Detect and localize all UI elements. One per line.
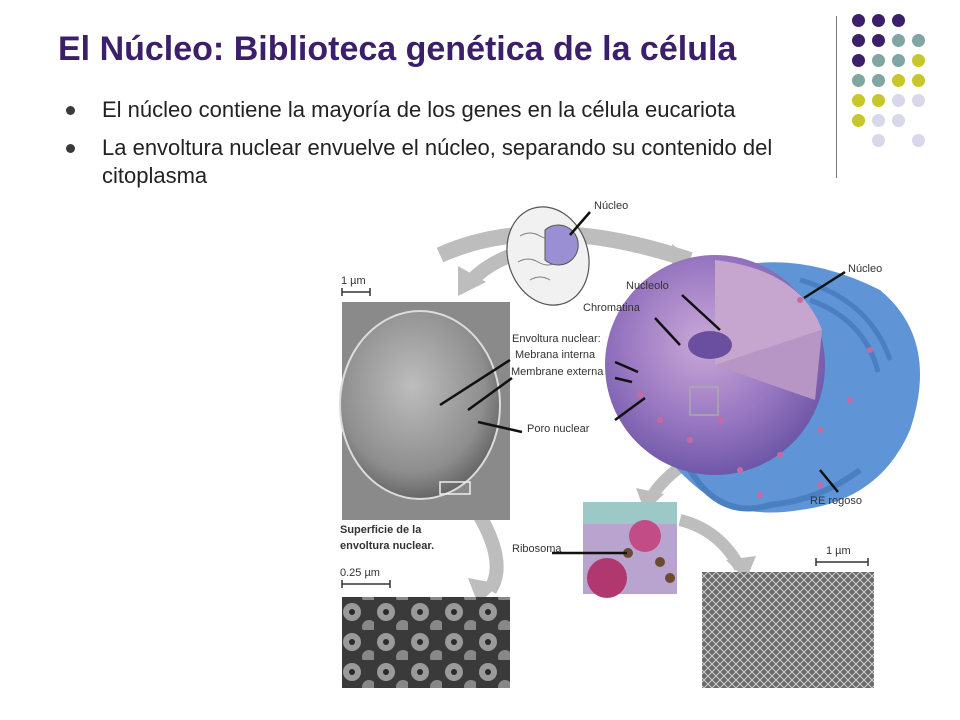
dot [872,94,885,107]
dot [852,34,865,47]
label-nucleolo: Nucleolo [626,280,669,292]
decorative-dot-grid [852,14,948,154]
nucleus-3d-illustration [605,255,920,513]
dot [852,74,865,87]
sem-nucleus-micrograph [339,302,510,520]
label-nucleo-right: Núcleo [848,263,882,275]
arrowhead [458,266,486,296]
dot [892,114,905,127]
label-nucleo-cell: Núcleo [594,200,628,212]
label-superficie-line2: envoltura nuclear. [340,540,434,552]
dot [872,34,885,47]
label-scale-1um-bottom: 1 µm [826,545,851,557]
dot [852,54,865,67]
dot [872,134,885,147]
leader-lines [439,211,846,555]
dot [872,54,885,67]
er-ribosome-dots [637,297,873,498]
dot [912,134,925,147]
dot [852,94,865,107]
label-envoltura: Envoltura nuclear: [512,333,601,345]
label-ribosoma: Ribosoma [512,543,562,555]
bullet-item: La envoltura nuclear envuelve el núcleo,… [64,134,784,190]
bullet-list: El núcleo contiene la mayoría de los gen… [64,96,784,200]
cell-sketch [506,206,590,306]
dot [872,14,885,27]
zoom-box [689,386,719,416]
dot [892,34,905,47]
dot [852,114,865,127]
scale-bar [341,580,391,588]
label-superficie-line1: Superficie de la [340,524,422,536]
dot [872,74,885,87]
slide-title: El Núcleo: Biblioteca genética de la cél… [58,30,737,68]
dot [912,54,925,67]
dot [852,14,865,27]
label-scale-025um: 0.25 µm [340,567,380,579]
scale-bar [815,558,869,566]
scale-bar [341,288,371,296]
dot [892,54,905,67]
dot [912,34,925,47]
dot [912,74,925,87]
label-chromatina: Chromatina [583,302,641,314]
label-scale-1um-top: 1 µm [341,275,366,287]
label-re-rugoso: RE rogoso [810,495,862,507]
nuclear-lamina-micrograph [702,572,874,688]
label-membrana-externa: Membrane externa [511,366,604,378]
dot [912,94,925,107]
dot [892,14,905,27]
decorative-divider [836,16,837,178]
label-membrana-interna: Mebrana interna [515,349,596,361]
dot [892,94,905,107]
nuclear-pores-micrograph [342,597,510,688]
dot [892,74,905,87]
bullet-item: El núcleo contiene la mayoría de los gen… [64,96,784,124]
dot [872,114,885,127]
ribosome-detail-panel [583,502,677,598]
label-poro-nuclear: Poro nuclear [527,423,590,435]
